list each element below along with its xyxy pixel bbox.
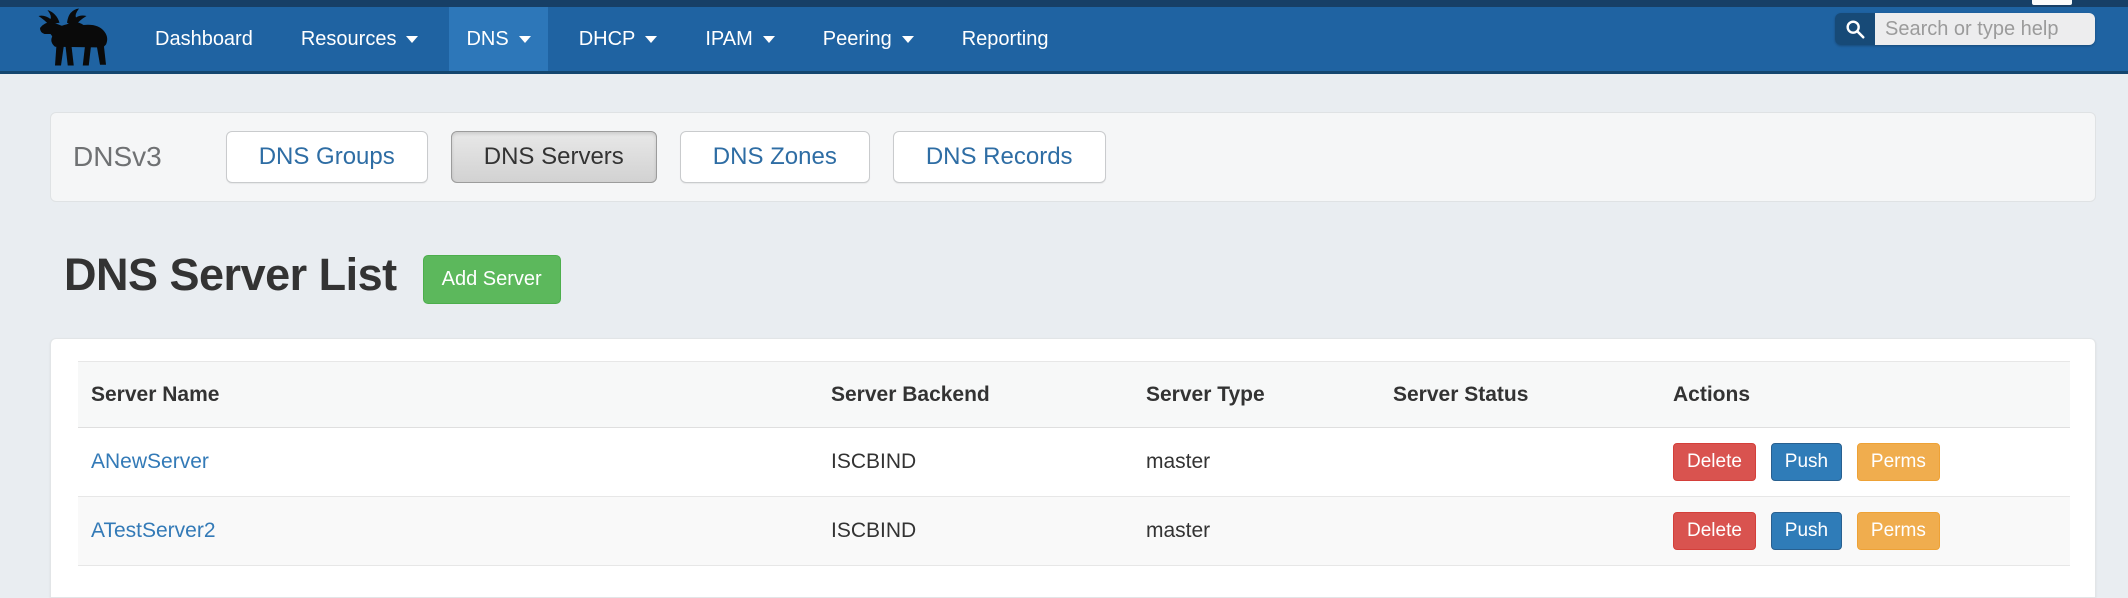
search-input[interactable]: [1875, 13, 2095, 45]
perms-button[interactable]: Perms: [1856, 443, 1940, 481]
subnav-title: DNSv3: [73, 141, 162, 172]
actions-cell: Delete Push Perms: [1660, 427, 2070, 497]
nav-item-peering[interactable]: Peering: [806, 7, 931, 71]
push-button[interactable]: Push: [1770, 512, 1843, 550]
actions-cell: Delete Push Perms: [1660, 496, 2070, 566]
nav-item-ipam[interactable]: IPAM: [688, 7, 791, 71]
table-row: ANewServer ISCBIND master Delete Push Pe…: [78, 427, 2070, 497]
nav-item-label: Peering: [822, 27, 892, 50]
page-title: DNS Server List: [64, 249, 397, 300]
server-name-link[interactable]: ATestServer2: [91, 519, 216, 542]
col-server-status: Server Status: [1380, 361, 1660, 428]
tab-dns-servers[interactable]: DNS Servers: [450, 131, 657, 183]
dns-subnav-panel: DNSv3 DNS Groups DNS Servers DNS Zones D…: [50, 112, 2096, 202]
server-backend-cell: ISCBIND: [818, 496, 1133, 566]
table-row: ATestServer2 ISCBIND master Delete Push …: [78, 496, 2070, 566]
nav-menu: Dashboard Resources DNS DHCP IPAM Peerin…: [131, 7, 1072, 71]
chevron-down-icon: [406, 35, 419, 43]
server-backend-cell: ISCBIND: [818, 427, 1133, 497]
tab-dns-records[interactable]: DNS Records: [892, 131, 1106, 183]
nav-item-label: Dashboard: [155, 27, 253, 50]
add-server-button[interactable]: Add Server: [422, 254, 561, 304]
nav-item-dhcp[interactable]: DHCP: [562, 7, 675, 71]
perms-button[interactable]: Perms: [1856, 512, 1940, 550]
push-button[interactable]: Push: [1770, 443, 1843, 481]
col-server-type: Server Type: [1133, 361, 1380, 428]
server-status-cell: [1380, 496, 1660, 566]
tab-dns-zones[interactable]: DNS Zones: [679, 131, 870, 183]
nav-item-label: DHCP: [578, 27, 636, 50]
page-header: DNS Server List Add Server: [64, 240, 561, 310]
nav-item-dashboard[interactable]: Dashboard: [138, 7, 270, 71]
nav-item-resources[interactable]: Resources: [284, 7, 436, 71]
server-status-cell: [1380, 427, 1660, 497]
moose-logo-icon: [38, 8, 108, 66]
delete-button[interactable]: Delete: [1673, 512, 1756, 550]
nav-item-label: DNS: [466, 27, 509, 50]
nav-item-reporting[interactable]: Reporting: [945, 7, 1066, 71]
tab-dns-groups[interactable]: DNS Groups: [225, 131, 428, 183]
chevron-down-icon: [645, 35, 658, 43]
window-notch: [2032, 0, 2072, 5]
nav-item-label: Reporting: [961, 27, 1049, 50]
server-type-cell: master: [1133, 496, 1380, 566]
server-list-card: Server Name Server Backend Server Type S…: [50, 338, 2096, 598]
delete-button[interactable]: Delete: [1673, 443, 1756, 481]
table-header-row: Server Name Server Backend Server Type S…: [78, 361, 2070, 428]
col-server-name: Server Name: [78, 361, 818, 428]
search-button[interactable]: [1835, 13, 1875, 45]
main-navbar: Dashboard Resources DNS DHCP IPAM Peerin…: [0, 0, 2128, 74]
top-strip: [0, 0, 2128, 7]
server-table: Server Name Server Backend Server Type S…: [78, 361, 2070, 566]
chevron-down-icon: [762, 35, 775, 43]
col-actions: Actions: [1660, 361, 2070, 428]
chevron-down-icon: [518, 35, 531, 43]
global-search: [1835, 13, 2095, 45]
server-type-cell: master: [1133, 427, 1380, 497]
search-icon: [1846, 20, 1865, 39]
nav-item-label: Resources: [300, 27, 397, 50]
chevron-down-icon: [901, 35, 914, 43]
nav-item-dns[interactable]: DNS: [449, 7, 548, 71]
nav-item-label: IPAM: [705, 27, 753, 50]
col-server-backend: Server Backend: [818, 361, 1133, 428]
server-name-link[interactable]: ANewServer: [91, 450, 209, 473]
